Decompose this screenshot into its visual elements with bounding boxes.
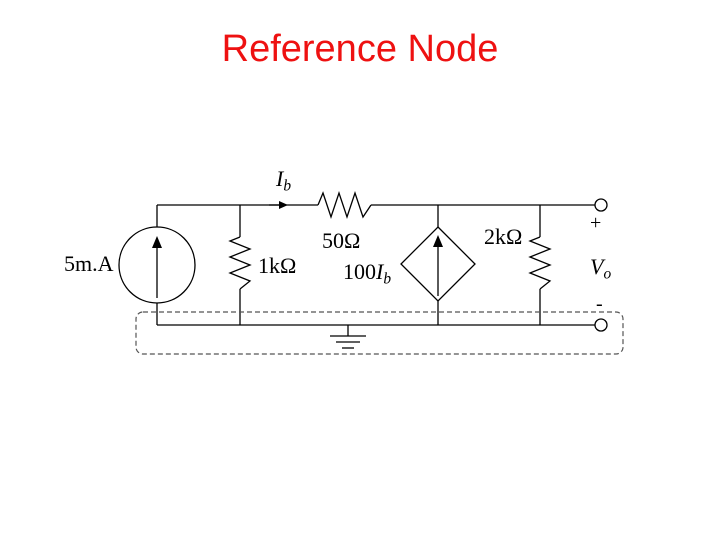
label-2k-ohm: 2kΩ xyxy=(484,224,523,249)
ib-subscript: b xyxy=(283,177,292,195)
output-terminal-bottom xyxy=(594,318,608,332)
label-dependent-source: 100Ib xyxy=(343,259,391,289)
label-plus: + xyxy=(590,212,602,234)
slide-title: Reference Node xyxy=(221,28,499,70)
label-1k-ohm: 1kΩ xyxy=(258,253,297,278)
label-vo: Vo xyxy=(590,254,611,284)
ib-arrowhead xyxy=(279,201,288,209)
dep-variable: I xyxy=(376,259,384,284)
vo-variable: V xyxy=(590,254,604,279)
label-50-ohm: 50Ω xyxy=(322,228,361,253)
current-source-arrowhead xyxy=(152,236,162,248)
reference-node-outline xyxy=(135,311,624,355)
output-terminal-top xyxy=(594,198,608,212)
label-minus: - xyxy=(596,293,603,315)
dep-subscript: b xyxy=(383,270,392,288)
label-ib: Ib xyxy=(276,166,291,196)
resistor-2k xyxy=(528,236,552,290)
label-5ma: 5m.A xyxy=(64,251,114,276)
resistor-1k xyxy=(228,236,252,290)
dependent-source-arrowhead xyxy=(433,235,443,247)
vo-subscript: o xyxy=(603,265,612,283)
dep-coefficient: 100 xyxy=(343,259,376,284)
resistor-50-ohm xyxy=(317,190,372,220)
ib-variable: I xyxy=(276,166,284,191)
